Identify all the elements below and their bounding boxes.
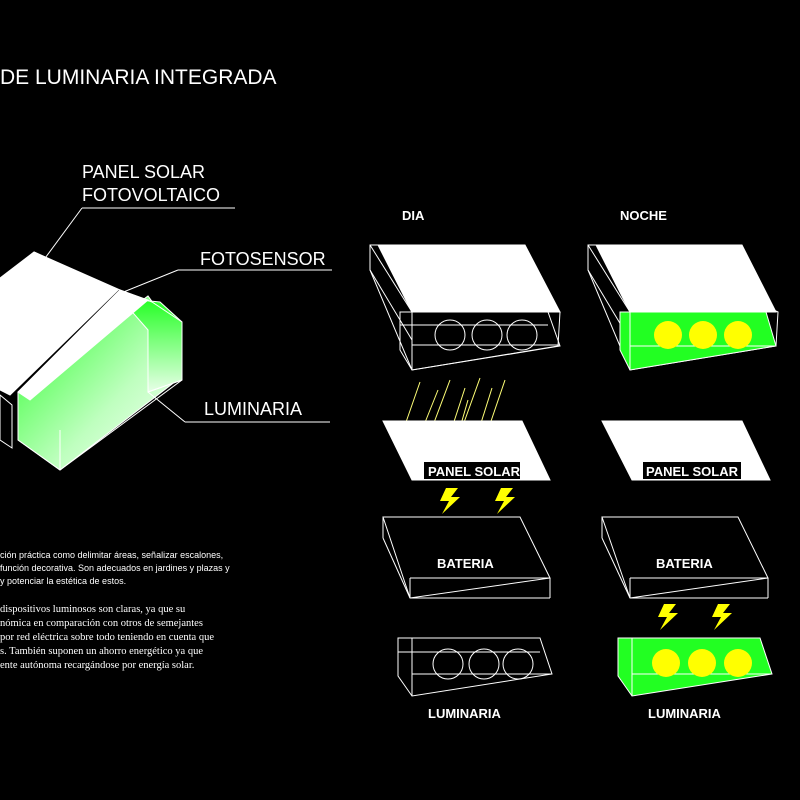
energy-bolt-icon xyxy=(658,604,678,630)
luminaria-dia xyxy=(397,637,553,697)
column-noche: NOCHE xyxy=(620,208,667,223)
energy-bolt-icon xyxy=(495,488,515,514)
energy-bolt-icon xyxy=(440,488,460,514)
desc-line: s. También suponen un ahorro energético … xyxy=(0,646,203,657)
integrated-luminaria-illustration xyxy=(0,251,183,471)
callout-fotovoltaico: FOTOVOLTAICO xyxy=(82,185,220,205)
panel-solar-dia-label: PANEL SOLAR xyxy=(428,464,521,479)
bateria-dia-label: BATERIA xyxy=(437,556,494,571)
desc-line: función decorativa. Son adecuados en jar… xyxy=(0,563,230,573)
desc-line: ente autónoma recargándose por energía s… xyxy=(0,660,194,671)
desc-line: nómica en comparación con otros de semej… xyxy=(0,618,203,629)
bateria-noche-label: BATERIA xyxy=(656,556,713,571)
desc-line: por red eléctrica sobre todo teniendo en… xyxy=(0,632,214,643)
panel-solar-noche-label-bg xyxy=(643,462,741,479)
callout-luminaria: LUMINARIA xyxy=(204,399,302,419)
page-title: DE LUMINARIA INTEGRADA xyxy=(0,66,277,89)
callout-fotosensor: FOTOSENSOR xyxy=(200,249,326,269)
panel-solar-noche-label: PANEL SOLAR xyxy=(646,464,739,479)
leader-lines xyxy=(39,207,332,423)
desc-line: ción práctica como delimitar áreas, seña… xyxy=(0,550,223,560)
bateria-dia xyxy=(382,516,551,599)
panel-solar-dia-label-bg xyxy=(424,462,520,479)
bateria-noche xyxy=(601,516,769,599)
callout-panel-solar: PANEL SOLAR xyxy=(82,162,205,182)
description-para2: dispositivos luminosos son claras, ya qu… xyxy=(0,604,214,671)
unit-dia-top xyxy=(369,244,561,371)
column-dia: DIA xyxy=(402,208,425,223)
desc-line: dispositivos luminosos son claras, ya qu… xyxy=(0,604,186,615)
luminaria-dia-label: LUMINARIA xyxy=(428,706,502,721)
energy-bolt-icon xyxy=(712,604,732,630)
luminaria-noche-label: LUMINARIA xyxy=(648,706,722,721)
luminaria-noche xyxy=(617,637,773,697)
desc-line: y potenciar la estética de estos. xyxy=(0,576,126,586)
description-para1: ción práctica como delimitar áreas, seña… xyxy=(0,550,230,586)
unit-noche-top xyxy=(587,244,779,371)
